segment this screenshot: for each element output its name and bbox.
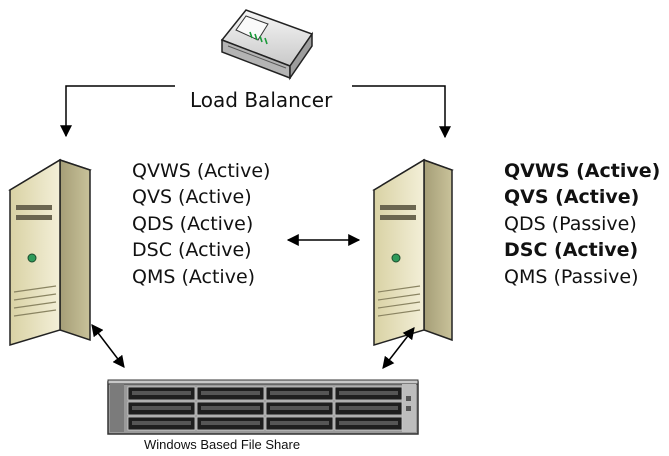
drive-bay-handle xyxy=(132,391,191,395)
left-service-qvws: QVWS (Active) xyxy=(132,160,271,182)
right-service-qds: QDS (Passive) xyxy=(504,213,637,235)
connector-right-server-to-storage xyxy=(382,327,415,369)
right-service-dsc: DSC (Active) xyxy=(504,239,639,261)
drive-bay-handle xyxy=(132,406,191,410)
left-service-qds: QDS (Active) xyxy=(132,213,254,235)
right-service-qvws: QVWS (Active) xyxy=(504,160,661,182)
left-service-qms: QMS (Active) xyxy=(132,266,256,288)
drive-bay-handle xyxy=(270,406,329,410)
file-share-storage-icon xyxy=(107,379,419,435)
left-service-dsc: DSC (Active) xyxy=(132,239,252,261)
drive-bay-handle xyxy=(132,421,191,425)
connector-lb-to-right-server xyxy=(352,85,451,139)
load-balancer-label: Load Balancer xyxy=(190,88,333,112)
left-server-icon xyxy=(8,158,92,347)
drive-bay-handle xyxy=(201,406,260,410)
drive-bay-handle xyxy=(339,421,398,425)
drive-bay-handle xyxy=(201,421,260,425)
file-share-label: Windows Based File Share xyxy=(144,437,301,452)
load-balancer-icon xyxy=(220,9,314,81)
drive-bay-handle xyxy=(270,421,329,425)
connector-lb-to-left-server xyxy=(60,85,175,138)
right-service-qms: QMS (Passive) xyxy=(504,266,639,288)
connector-left-server-to-storage xyxy=(91,324,125,368)
right-server-icon xyxy=(372,158,454,347)
drive-bay-handle xyxy=(270,391,329,395)
right-service-qvs: QVS (Active) xyxy=(504,186,640,208)
drive-bay-handle xyxy=(339,406,398,410)
left-service-qvs: QVS (Active) xyxy=(132,186,252,208)
drive-bay-handle xyxy=(339,391,398,395)
drive-bay-handle xyxy=(201,391,260,395)
